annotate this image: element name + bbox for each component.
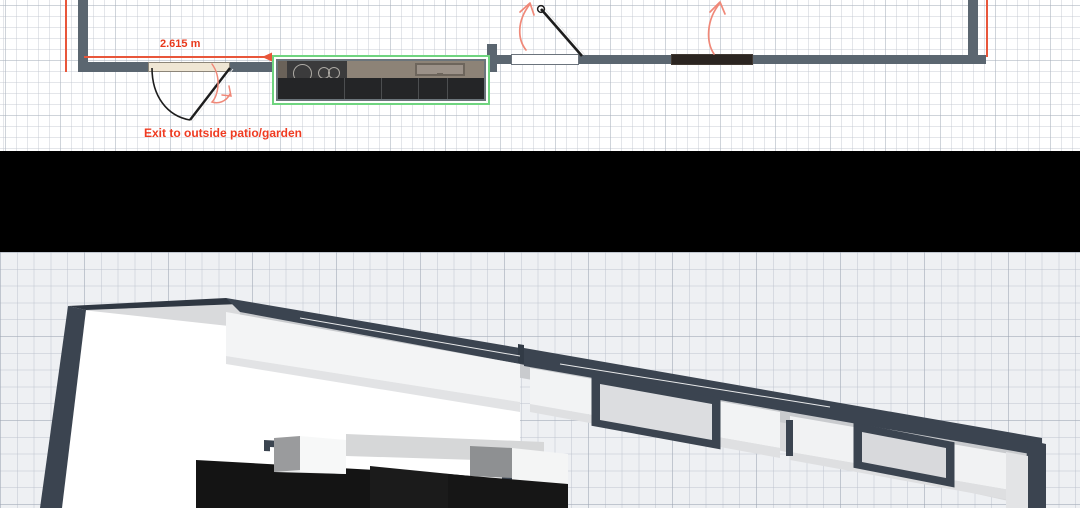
door-patio-panel[interactable] [148,62,230,72]
cabinet-door[interactable] [381,78,419,99]
sink-drain-icon [437,73,443,75]
wall-mullion [786,420,793,456]
window-unit[interactable] [671,54,753,65]
plan-view-canvas[interactable]: 2.615 m Exit to outside pa [0,0,1080,151]
ceiling-seam-a [559,363,831,408]
wall-right-corner[interactable] [968,55,986,64]
sink-basin-icon[interactable] [415,63,465,76]
cabinet-door[interactable] [418,78,449,99]
door-patio-swing-icon [151,67,234,122]
arrow-door-north-icon [518,2,535,51]
dimension-label-2615: 2.615 m [160,38,201,50]
cooktop-icon[interactable] [287,61,347,83]
soffit-panel-a-edge [226,356,520,412]
cabinet-door[interactable] [345,78,382,99]
wall-back-band-3 [524,348,1042,456]
window-opening-1[interactable] [591,374,721,450]
dimension-line-left [65,0,67,72]
kitchen-counter-run[interactable] [272,55,490,105]
wall-bottom-left-a[interactable] [78,62,150,72]
wall-left-cap [68,298,240,310]
wall-bottom-left-b[interactable] [228,62,288,72]
perspective-scene [40,298,1046,508]
door-interior-panel[interactable] [511,54,579,65]
wall-left-vertical[interactable] [78,0,88,72]
wall-step-offset [518,344,524,364]
dimension-line-right [986,0,988,57]
kitchen-unit-body [276,59,486,101]
window-opening-2[interactable] [853,422,955,488]
cabinet-door[interactable] [448,78,484,99]
ceiling-seam-b [299,317,521,357]
wall-left-vertical-3d [40,306,86,508]
annotation-exit-patio: Exit to outside patio/garden [144,126,303,140]
wall-right-vertical[interactable] [968,0,978,60]
view-separator-band [0,151,1080,252]
cabinet-row [278,78,484,99]
cabinet-door[interactable] [278,78,346,99]
cabinet-block[interactable] [196,434,568,508]
wall-right-inner [1006,452,1028,508]
arrow-window-north-icon [707,1,726,55]
wall-bottom-right[interactable] [578,55,986,64]
soffit-panel-a [226,312,520,402]
wall-bottom-mid[interactable] [487,55,513,64]
perspective-view-canvas[interactable] [0,252,1080,508]
dimension-arrow-line [84,56,270,58]
countertop-end-panel [278,61,287,78]
